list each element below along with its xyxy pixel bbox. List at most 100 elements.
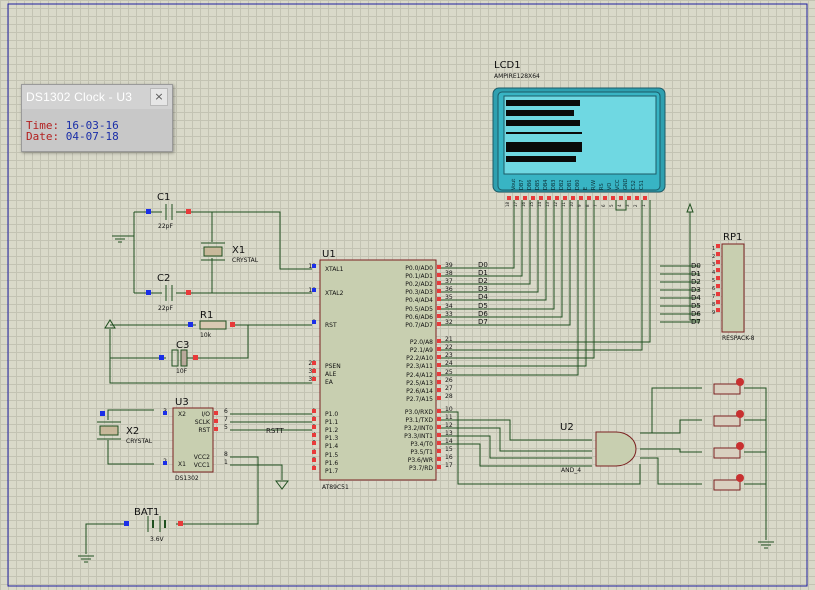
u1-pin-name: P2.2/A10: [406, 355, 433, 362]
sheet-border: [7, 3, 808, 587]
lcd-pin-number: 15: [529, 201, 534, 207]
lcd-pin-number: 11: [561, 201, 566, 207]
date-value: 04-07-18: [65, 130, 119, 143]
net-rstt: RSTT: [266, 427, 284, 435]
u1-pin-marker: [437, 372, 441, 376]
bus-label: D1: [478, 269, 488, 277]
lcd-pin-marker: [643, 196, 647, 200]
u1-body[interactable]: [319, 259, 437, 481]
u1-pin-marker: [437, 297, 441, 301]
lcd-pin-number: 17: [513, 201, 518, 207]
rp1-pin-number: 3: [712, 262, 715, 268]
u1-pin-number: 35: [445, 294, 453, 301]
rp1-net-label: D2: [691, 278, 701, 286]
u3-pin-marker: [214, 419, 218, 423]
u1-pin-name: XTAL1: [325, 266, 344, 273]
u1-pin-marker: [437, 265, 441, 269]
u1-pin-number: 22: [445, 344, 453, 351]
lcd-module[interactable]: [492, 87, 666, 193]
lcd-pin-marker: [603, 196, 607, 200]
lcd-pin-number: 3: [625, 204, 630, 207]
u3-body[interactable]: [172, 407, 214, 473]
rp1-pin-marker: [716, 252, 720, 256]
lcd-pin-name: R/W: [591, 180, 597, 190]
u1-pin-number: 25: [445, 369, 453, 376]
u1-pin-number: 24: [445, 360, 453, 367]
rp1-pin-number: 5: [712, 278, 715, 284]
u1-pin-marker: [437, 273, 441, 277]
button-2: [713, 410, 744, 427]
u1-pin-name: P1.3: [325, 435, 338, 442]
u3-pin-number: 1: [224, 459, 228, 466]
rp1-net-label: D4: [691, 294, 701, 302]
u1-pin-marker: [437, 388, 441, 392]
u1-pin-name: P0.2/AD2: [405, 281, 433, 288]
u1-pin-name: P2.0/A8: [410, 339, 433, 346]
lcd-pin-number: 13: [545, 201, 550, 207]
u1-pin-marker: [312, 425, 316, 429]
lcd-pin-number: 14: [537, 201, 542, 207]
button-3: [713, 442, 744, 459]
lcd-pin-marker: [555, 196, 559, 200]
ds1302-clock-popup[interactable]: DS1302 Clock - U3 × Time: 16-03-16 Date:…: [21, 84, 173, 152]
u3-pin-number: 8: [224, 451, 228, 458]
lcd-pin-marker: [563, 196, 567, 200]
u1-pin-marker: [312, 466, 316, 470]
labels: C1 22pF C2 22pF C3 10F R1 10k X1 CRYSTAL…: [126, 60, 755, 543]
u1-pin-number: 15: [445, 446, 453, 453]
capacitor-c3[interactable]: [159, 349, 198, 367]
u1-pin-marker: [437, 306, 441, 310]
u1-pin-name: P0.4/AD4: [405, 297, 433, 304]
rp1-pin-marker: [716, 300, 720, 304]
rp1-pin-marker: [716, 276, 720, 280]
resistor-r1[interactable]: [188, 320, 235, 330]
rp1-pin-marker: [716, 284, 720, 288]
capacitor-c2[interactable]: [146, 285, 191, 301]
u1-pin-name: P0.5/AD5: [405, 306, 433, 313]
u1-pin-marker: [312, 320, 316, 324]
close-icon[interactable]: ×: [150, 88, 168, 106]
u1-pin-marker: [437, 449, 441, 453]
lcd-pin-number: 12: [553, 201, 558, 207]
rp1-pin-marker: [716, 260, 720, 264]
rp1-net-label: D3: [691, 286, 701, 294]
u3-pin-marker: [214, 427, 218, 431]
popup-titlebar[interactable]: DS1302 Clock - U3 ×: [22, 85, 172, 109]
lcd-pin-marker: [507, 196, 511, 200]
c3-ref: C3: [176, 340, 189, 351]
lcd-pin-number: 18: [505, 201, 510, 207]
u1-pin-marker: [437, 314, 441, 318]
u1-pin-name: P3.4/T0: [410, 441, 433, 448]
lcd-pin-name: DB2: [559, 180, 565, 190]
wires: [85, 200, 767, 554]
button-4: [713, 474, 744, 491]
lcd-pin-number: 16: [521, 201, 526, 207]
rp1-body[interactable]: [721, 243, 745, 333]
rp1-pin-number: 9: [712, 310, 715, 316]
u1-pin-marker: [437, 457, 441, 461]
rp1-net-label: D0: [691, 262, 701, 270]
u1-pin-name: P1.5: [325, 452, 338, 459]
bus-label: D3: [478, 285, 488, 293]
bus-label: D6: [478, 310, 488, 318]
bat1-ref: BAT1: [134, 507, 159, 518]
c1-value: 22pF: [158, 223, 173, 230]
crystal-x1[interactable]: [201, 242, 225, 261]
push-buttons[interactable]: [713, 378, 744, 491]
time-value: 16-03-16: [65, 119, 119, 132]
crystal-x2[interactable]: [97, 411, 121, 440]
u1-pin-number: 11: [445, 414, 453, 421]
time-label: Time:: [26, 119, 60, 132]
lcd-pin-number: 6: [601, 204, 606, 207]
rp1-pin-number: 8: [712, 302, 715, 308]
lcd-ref: LCD1: [494, 60, 521, 71]
battery-bat1[interactable]: [124, 516, 183, 532]
popup-title: DS1302 Clock - U3: [26, 90, 133, 104]
u1-pin-number: 33: [445, 311, 453, 318]
capacitor-c1[interactable]: [146, 204, 191, 220]
u1-pin-marker: [437, 289, 441, 293]
u1-pin-marker: [312, 264, 316, 268]
and-gate-u2[interactable]: [595, 431, 637, 467]
rp1-pin-marker: [716, 292, 720, 296]
